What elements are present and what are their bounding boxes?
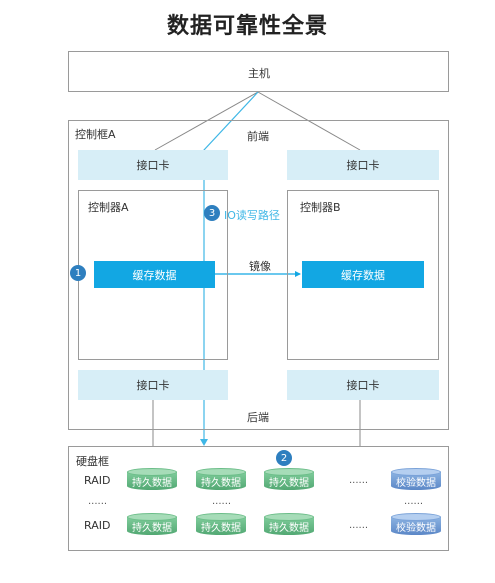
- diagram-title: 数据可靠性全景: [166, 14, 328, 39]
- controller-b: [287, 190, 439, 360]
- controller-b-label: 控制器B: [300, 201, 341, 214]
- persistent-disk: 持久数据: [127, 513, 177, 539]
- persistent-disk: 持久数据: [196, 513, 246, 539]
- controller-frame-label: 控制框A: [75, 128, 116, 141]
- step-1-badge: 1: [70, 265, 86, 281]
- controller-frame: [68, 120, 449, 430]
- raid-row-2-label: RAID: [84, 519, 111, 532]
- disk-ellipsis: ......: [349, 520, 369, 531]
- step-2-badge: 2: [276, 450, 292, 466]
- persistent-disk: 持久数据: [264, 513, 314, 539]
- cache-block-b: 缓存数据: [302, 261, 424, 288]
- front-end-label: 前端: [247, 130, 269, 143]
- cache-block-a: 缓存数据: [94, 261, 215, 288]
- back-interface-card-a: 接口卡: [78, 370, 228, 400]
- persistent-disk: 持久数据: [127, 468, 177, 494]
- front-interface-card-a: 接口卡: [78, 150, 228, 180]
- mirror-label: 镜像: [249, 260, 271, 273]
- host-box: [68, 51, 449, 92]
- controller-a-label: 控制器A: [88, 201, 129, 214]
- step-3-badge: 3: [204, 205, 220, 221]
- parity-disk: 校验数据: [391, 513, 441, 539]
- disk-ellipsis: ......: [349, 475, 369, 486]
- io-path-label: IO读写路径: [224, 209, 280, 222]
- back-end-label: 后端: [247, 411, 269, 424]
- parity-disk: 校验数据: [391, 468, 441, 494]
- disk-column-ellipsis: ......: [212, 496, 232, 507]
- back-interface-card-b: 接口卡: [287, 370, 439, 400]
- disk-frame-label: 硬盘框: [76, 455, 109, 468]
- parity-column-ellipsis: ......: [404, 496, 424, 507]
- host-label: 主机: [248, 67, 270, 80]
- raid-row-1-label: RAID: [84, 474, 111, 487]
- persistent-disk: 持久数据: [196, 468, 246, 494]
- disk-frame: [68, 446, 449, 551]
- front-interface-card-b: 接口卡: [287, 150, 439, 180]
- raid-ellipsis: ......: [88, 496, 108, 507]
- persistent-disk: 持久数据: [264, 468, 314, 494]
